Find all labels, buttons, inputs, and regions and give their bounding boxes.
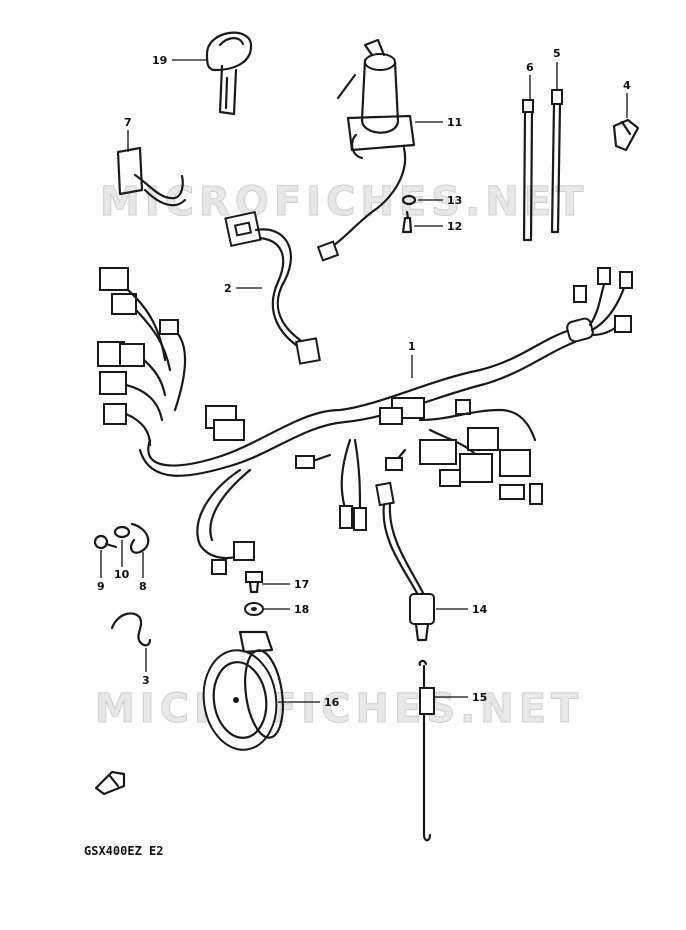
part-12-terminal[interactable]: [403, 212, 411, 232]
part-6-cable-tie[interactable]: [523, 100, 533, 240]
front-arrow-icon: [96, 772, 124, 794]
model-code: GSX400EZ E2: [84, 844, 163, 858]
callout-11: 11: [447, 116, 462, 129]
callout-2: 2: [224, 282, 232, 295]
callout-8: 8: [139, 580, 147, 593]
callout-16: 16: [324, 696, 340, 709]
part-3-clamp-wire[interactable]: [112, 613, 150, 645]
leader-lines: [100, 59, 628, 703]
part-14-sensor-lead[interactable]: [376, 483, 434, 640]
callout-15: 15: [472, 691, 487, 704]
callout-13: 13: [447, 194, 462, 207]
callout-19: 19: [152, 54, 167, 67]
part-16-horn[interactable]: [197, 632, 288, 755]
callout-10: 10: [114, 568, 130, 581]
callout-18: 18: [294, 603, 309, 616]
callout-12: 12: [447, 220, 462, 233]
part-2-sub-harness[interactable]: [225, 212, 319, 363]
callout-9: 9: [97, 580, 105, 593]
part-13-washer[interactable]: [403, 196, 415, 204]
part-17-bolt[interactable]: [246, 572, 262, 592]
part-10-washer[interactable]: [115, 527, 129, 537]
part-11-ignition-switch[interactable]: [318, 40, 414, 260]
part-18-washer[interactable]: [245, 603, 263, 615]
callout-7: 7: [124, 116, 132, 129]
callout-3: 3: [142, 674, 150, 687]
callout-14: 14: [472, 603, 488, 616]
part-8-clip[interactable]: [131, 524, 148, 553]
part-19-key[interactable]: [207, 33, 251, 114]
callout-1: 1: [408, 340, 416, 353]
callout-4: 4: [623, 79, 631, 92]
callout-5: 5: [553, 47, 561, 60]
part-9-screw[interactable]: [95, 536, 116, 548]
callout-6: 6: [526, 61, 534, 74]
part-1-main-harness[interactable]: [98, 268, 632, 574]
part-4-clamp[interactable]: [614, 120, 638, 150]
watermark-top: MICROFICHES.NET: [100, 179, 588, 225]
part-15-cable[interactable]: [420, 661, 434, 840]
callout-numbers: 1 2 3 4 5 6 7 8 9 10 11 12 13 14 15 16 1…: [97, 47, 631, 709]
watermark-bottom: MICROFICHES.NET: [95, 686, 583, 732]
part-7-bracket[interactable]: [118, 148, 185, 205]
callout-17: 17: [294, 578, 309, 591]
